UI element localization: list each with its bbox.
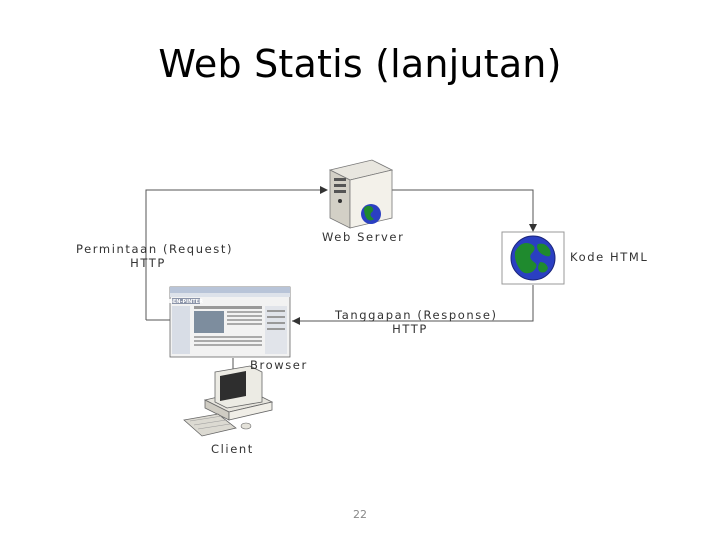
slide-title: Web Statis (lanjutan) <box>158 42 562 86</box>
request-label: Permintaan (Request) HTTP <box>76 242 234 270</box>
arrow-to-server <box>320 186 328 194</box>
request-line <box>145 189 320 320</box>
connector-lines <box>145 189 534 372</box>
arrow-to-browser <box>292 317 300 325</box>
response-line <box>292 285 534 322</box>
server-to-html-line <box>392 189 534 226</box>
web-server-label: Web Server <box>322 230 405 244</box>
browser-label: Browser <box>250 358 308 372</box>
response-label-line2: HTTP <box>392 322 428 336</box>
kode-html-label: Kode HTML <box>570 250 649 264</box>
globe-icon <box>510 235 556 281</box>
browser-logo-text: BEN-PINTER <box>169 299 203 305</box>
kode-html-box <box>501 231 565 285</box>
response-label: Tanggapan (Response) HTTP <box>335 308 498 336</box>
client-label: Client <box>211 442 254 456</box>
desktop-computer-icon <box>183 365 274 437</box>
request-label-line2: HTTP <box>130 256 166 270</box>
server-icon <box>328 159 394 229</box>
response-label-line1: Tanggapan (Response) <box>335 308 498 322</box>
browser-window-icon: BEN-PINTER <box>169 286 291 358</box>
page-number: 22 <box>353 508 367 521</box>
request-label-line1: Permintaan (Request) <box>76 242 234 256</box>
arrow-to-html <box>529 224 537 232</box>
